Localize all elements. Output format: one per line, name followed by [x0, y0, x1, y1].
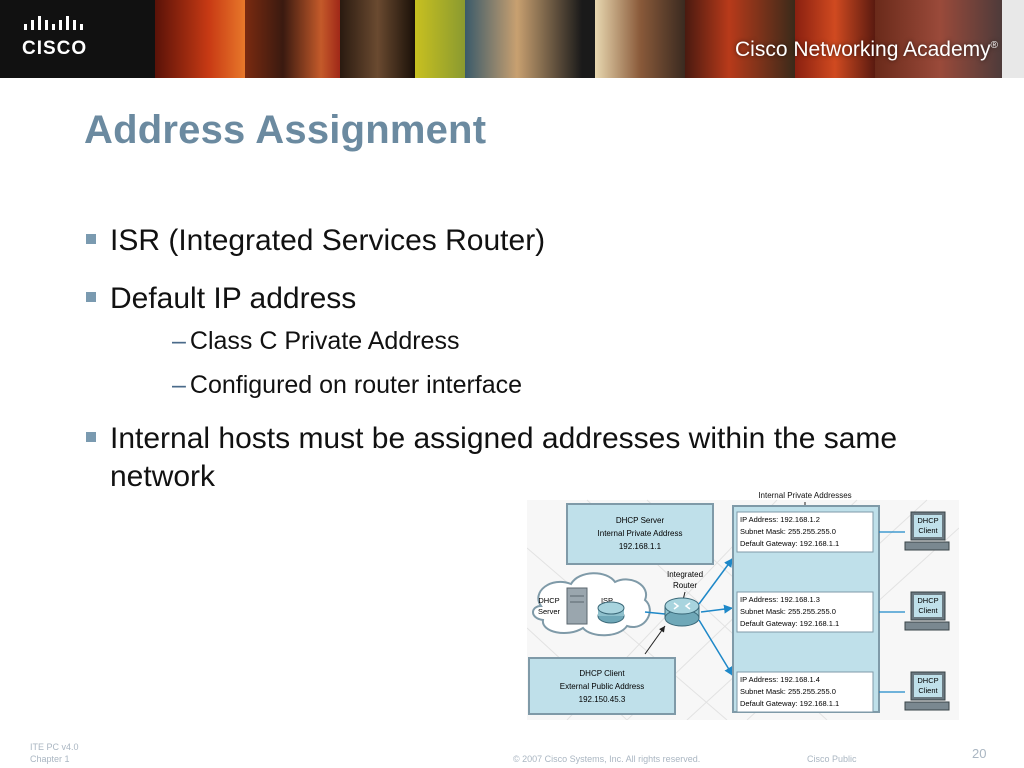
svg-text:Default Gateway: 192.168.1.1: Default Gateway: 192.168.1.1 [740, 539, 839, 548]
svg-text:Subnet Mask: 255.255.255.0: Subnet Mask: 255.255.255.0 [740, 607, 836, 616]
svg-text:DHCP Client: DHCP Client [579, 669, 625, 678]
svg-text:DHCP: DHCP [917, 596, 938, 605]
svg-text:Default Gateway: 192.168.1.1: Default Gateway: 192.168.1.1 [740, 619, 839, 628]
svg-text:Subnet Mask: 255.255.255.0: Subnet Mask: 255.255.255.0 [740, 527, 836, 536]
photo-panel [875, 0, 1005, 78]
cisco-bars-icon [24, 16, 83, 30]
svg-text:DHCP: DHCP [538, 596, 559, 605]
svg-text:Subnet Mask: 255.255.255.0: Subnet Mask: 255.255.255.0 [740, 687, 836, 696]
photo-panel [795, 0, 875, 78]
pc-icon: DHCP Client [904, 591, 950, 631]
svg-text:192.168.1.1: 192.168.1.1 [619, 542, 662, 551]
svg-text:192.150.45.3: 192.150.45.3 [579, 695, 626, 704]
banner-edge [1002, 0, 1024, 78]
host-info-box: IP Address: 192.168.1.3 Subnet Mask: 255… [736, 591, 874, 633]
svg-text:Client: Client [918, 526, 938, 535]
bullet-item: ISR (Integrated Services Router) [84, 222, 944, 260]
square-bullet-icon [86, 292, 96, 302]
isp-cloud: DHCP Server ISP [532, 572, 651, 637]
svg-text:Client: Client [918, 606, 938, 615]
square-bullet-icon [86, 234, 96, 244]
server-icon [566, 587, 588, 625]
bullet-text: Default IP address [110, 282, 357, 315]
internal-private-label: Internal Private Addresses [758, 491, 851, 500]
photo-panel [415, 0, 465, 78]
photo-strip [155, 0, 1005, 78]
bullet-list: ISR (Integrated Services Router) Default… [84, 222, 944, 496]
svg-text:External Public Address: External Public Address [560, 682, 645, 691]
router-label: Integrated [667, 570, 703, 579]
footer-chapter: Chapter 1 [30, 754, 70, 764]
footer-copyright: © 2007 Cisco Systems, Inc. All rights re… [513, 754, 701, 764]
photo-panel [685, 0, 795, 78]
dash-bullet-icon: – [172, 371, 186, 399]
bullet-text: ISR (Integrated Services Router) [110, 224, 546, 257]
sub-bullet-text: Class C Private Address [189, 327, 460, 355]
slide-title: Address Assignment [84, 108, 487, 152]
pc-icon: DHCP Client [904, 671, 950, 711]
svg-text:DHCP Server: DHCP Server [616, 516, 665, 525]
bullet-item: Default IP address [84, 280, 944, 318]
photo-panel [245, 0, 340, 78]
bullet-item: Internal hosts must be assigned addresse… [84, 420, 930, 496]
svg-text:ISP: ISP [601, 596, 613, 605]
footer-classification: Cisco Public [807, 754, 857, 764]
dash-bullet-icon: – [172, 327, 186, 355]
academy-label: Cisco Networking Academy® [735, 38, 998, 61]
integrated-router-icon [664, 597, 700, 627]
cisco-logo-text: CISCO [22, 38, 88, 59]
svg-text:Default Gateway: 192.168.1.1: Default Gateway: 192.168.1.1 [740, 699, 839, 708]
footer-course: ITE PC v4.0 [30, 742, 79, 752]
header-banner: CISCO Cisco Networking Academy® [0, 0, 1024, 78]
photo-panel [340, 0, 415, 78]
svg-text:Server: Server [538, 607, 561, 616]
page-number: 20 [972, 746, 987, 761]
photo-panel [155, 0, 245, 78]
sub-bullet-text: Configured on router interface [189, 371, 523, 399]
host-info-box: IP Address: 192.168.1.2 Subnet Mask: 255… [736, 511, 874, 553]
svg-text:IP Address: 192.168.1.4: IP Address: 192.168.1.4 [740, 675, 820, 684]
svg-text:IP Address: 192.168.1.2: IP Address: 192.168.1.2 [740, 515, 820, 524]
network-diagram: Internal Private Addresses DHCP Server I… [526, 488, 960, 721]
svg-text:Client: Client [918, 686, 938, 695]
cisco-logo: CISCO [0, 0, 155, 78]
pc-icon: DHCP Client [904, 511, 950, 551]
footer-course-info: ITE PC v4.0 Chapter 1 [30, 741, 79, 765]
dhcp-client-box: DHCP Client External Public Address 192.… [528, 657, 676, 715]
svg-text:Internal Private Address: Internal Private Address [598, 529, 683, 538]
photo-panel [465, 0, 595, 78]
svg-text:DHCP: DHCP [917, 516, 938, 525]
dhcp-server-box: DHCP Server Internal Private Address 192… [566, 503, 714, 565]
sub-bullet-item: –Class C Private Address [84, 326, 944, 356]
sub-bullet-item: –Configured on router interface [84, 370, 944, 400]
square-bullet-icon [86, 432, 96, 442]
router-label: Router [673, 581, 697, 590]
photo-panel [595, 0, 685, 78]
svg-text:IP Address: 192.168.1.3: IP Address: 192.168.1.3 [740, 595, 820, 604]
bullet-text: Internal hosts must be assigned addresse… [110, 422, 898, 493]
svg-text:DHCP: DHCP [917, 676, 938, 685]
host-info-box: IP Address: 192.168.1.4 Subnet Mask: 255… [736, 671, 874, 713]
